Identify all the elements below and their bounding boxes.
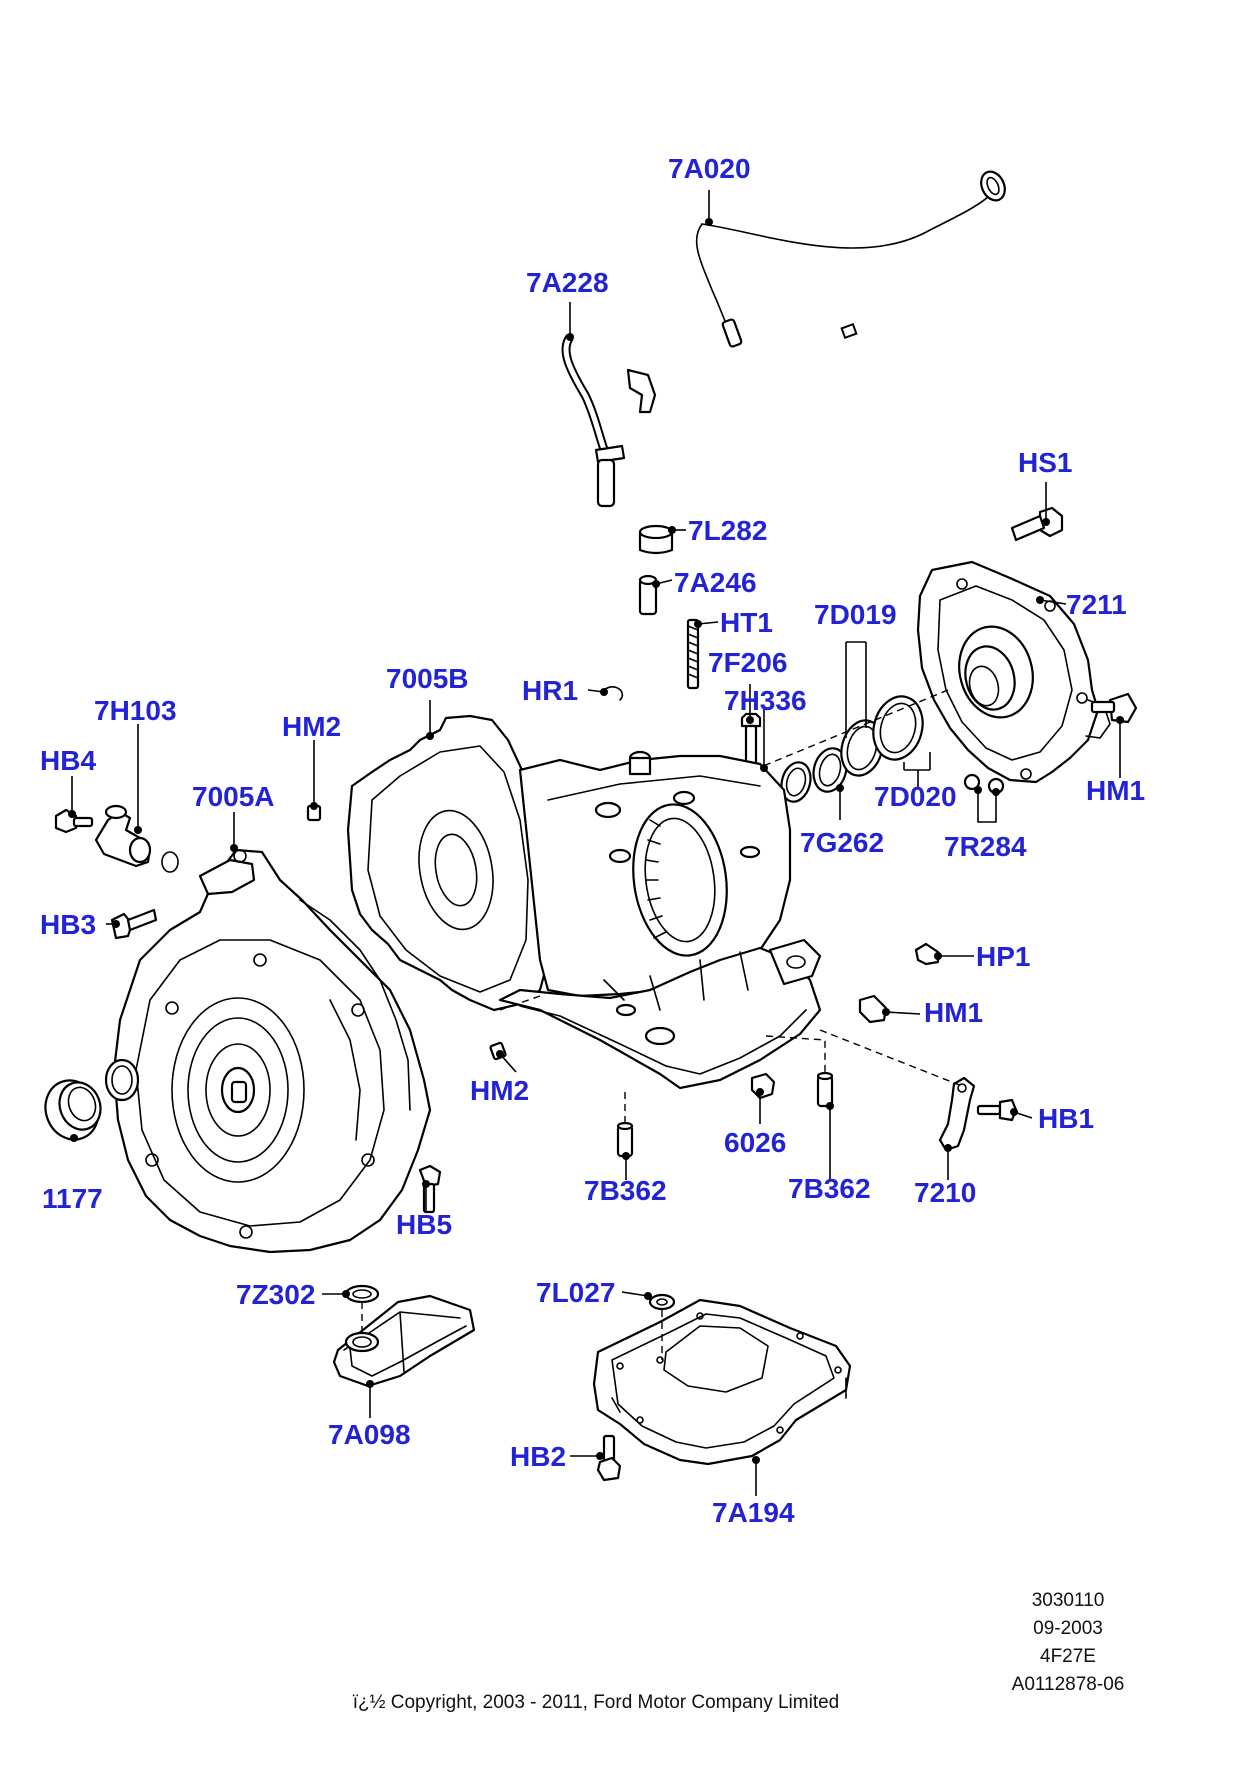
label-7d020[interactable]: 7D020 <box>874 781 957 812</box>
bolt-7f206 <box>740 712 762 768</box>
label-6026[interactable]: 6026 <box>724 1127 786 1158</box>
footer-code: 3030110 <box>1032 1590 1105 1611</box>
copyright-text: ï¿½ Copyright, 2003 - 2011, Ford Motor C… <box>353 1692 840 1713</box>
seal-housing-boss <box>104 1058 140 1102</box>
gasket-7z302 <box>344 1284 380 1304</box>
label-hm2-bottom[interactable]: HM2 <box>470 1075 529 1106</box>
label-hs1[interactable]: HS1 <box>1018 447 1072 478</box>
stud-ht1 <box>686 618 700 690</box>
label-7a194[interactable]: 7A194 <box>712 1497 795 1528</box>
label-7a246[interactable]: 7A246 <box>674 567 757 598</box>
shaft-dashed <box>699 689 949 793</box>
label-7210[interactable]: 7210 <box>914 1177 976 1208</box>
seal-7h336 <box>780 761 812 803</box>
seal-7d020 <box>872 695 924 761</box>
label-7h336[interactable]: 7H336 <box>724 685 807 716</box>
label-hb4[interactable]: HB4 <box>40 745 96 776</box>
washer-7l027 <box>648 1293 676 1360</box>
bolt-hb3 <box>110 908 158 940</box>
cap-7l282 <box>638 524 674 555</box>
footer: 3030110 09-2003 4F27E A0112878-06 ï¿½ Co… <box>353 1590 1125 1713</box>
label-1177[interactable]: 1177 <box>42 1183 103 1214</box>
label-7a098[interactable]: 7A098 <box>328 1419 411 1450</box>
label-7211[interactable]: 7211 <box>1066 589 1127 620</box>
footer-reference: A0112878-06 <box>1012 1674 1125 1695</box>
label-hb3[interactable]: HB3 <box>40 909 96 940</box>
label-7a228[interactable]: 7A228 <box>526 267 609 298</box>
label-7g262[interactable]: 7G262 <box>800 827 884 858</box>
label-7a020[interactable]: 7A020 <box>668 153 751 184</box>
plug-hp1 <box>914 942 940 966</box>
plug-hm1-mid <box>858 994 888 1024</box>
dowel-7b362-right <box>816 1071 834 1108</box>
bolt-hm1-right <box>1090 692 1138 724</box>
label-7l282[interactable]: 7L282 <box>688 515 767 546</box>
label-hb5[interactable]: HB5 <box>396 1209 452 1240</box>
label-7r284[interactable]: 7R284 <box>944 831 1027 862</box>
label-7h103[interactable]: 7H103 <box>94 695 177 726</box>
bolt-hs1 <box>1010 506 1064 542</box>
label-7l027[interactable]: 7L027 <box>536 1277 615 1308</box>
converter-housing-7005a <box>112 848 432 1254</box>
bracket-7210 <box>938 1076 976 1152</box>
label-7b362-left[interactable]: 7B362 <box>584 1175 667 1206</box>
label-7d019[interactable]: 7D019 <box>814 599 897 630</box>
pin-7a246 <box>638 574 658 616</box>
filter-7a098 <box>332 1294 476 1388</box>
part-labels: 7A020 7A228 HS1 7L282 7A246 7211 HT1 7D0… <box>40 153 1145 1528</box>
label-hm1-mid[interactable]: HM1 <box>924 997 983 1028</box>
label-7005a[interactable]: 7005A <box>192 781 275 812</box>
oring-sensor <box>161 851 179 873</box>
transaxle-case-7005b <box>346 714 822 1090</box>
label-hr1[interactable]: HR1 <box>522 675 578 706</box>
ring-7g262 <box>812 747 848 793</box>
dowel-7b362-left <box>616 1121 634 1158</box>
label-hm2-top[interactable]: HM2 <box>282 711 341 742</box>
label-ht1[interactable]: HT1 <box>720 607 773 638</box>
footer-date: 09-2003 <box>1033 1618 1103 1639</box>
orings-7r284 <box>963 773 1005 795</box>
label-hm1-top[interactable]: HM1 <box>1086 775 1145 806</box>
footer-model: 4F27E <box>1040 1646 1096 1667</box>
sensor-7h103 <box>94 804 152 868</box>
seal-1177 <box>44 1079 102 1141</box>
label-hb2[interactable]: HB2 <box>510 1441 566 1472</box>
leader-lines <box>68 190 1124 1496</box>
label-7f206[interactable]: 7F206 <box>708 647 787 678</box>
label-7z302[interactable]: 7Z302 <box>236 1279 315 1310</box>
bolt-hb2 <box>596 1434 622 1482</box>
label-7b362-right[interactable]: 7B362 <box>788 1173 871 1204</box>
label-hp1[interactable]: HP1 <box>976 941 1030 972</box>
bolt-hb5 <box>418 1164 442 1214</box>
oil-pan-7a194 <box>592 1298 852 1466</box>
bolt-hb1 <box>976 1098 1018 1122</box>
extension-housing-7211 <box>916 560 1111 784</box>
dipstick <box>695 170 1006 348</box>
label-hb1[interactable]: HB1 <box>1038 1103 1094 1134</box>
label-7005b[interactable]: 7005B <box>386 663 469 694</box>
dipstick-tube <box>561 322 858 508</box>
